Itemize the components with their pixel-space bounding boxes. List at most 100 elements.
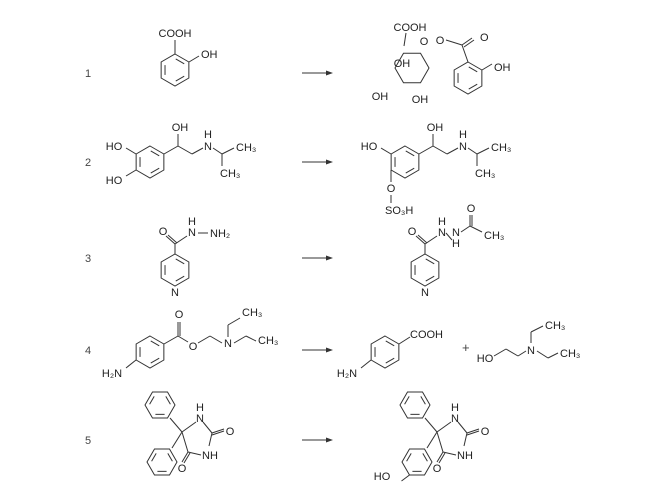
atom-label: COOH	[159, 28, 192, 40]
double-bond	[149, 396, 155, 405]
double-bond	[175, 258, 185, 265]
atom-label: OH	[494, 62, 511, 74]
double-bond	[385, 340, 395, 347]
bond	[517, 350, 527, 357]
atom-label: H₂N	[102, 368, 122, 380]
bond	[481, 63, 493, 71]
bond	[197, 335, 211, 344]
atom-label: HO	[106, 175, 123, 187]
atom-label: CH₃	[475, 168, 495, 180]
arrow-head	[326, 437, 333, 443]
atom-label: CH₃	[220, 168, 240, 180]
atom-label: N	[196, 413, 204, 425]
double-bond	[167, 453, 173, 462]
bond	[227, 317, 241, 326]
atom-label: CH₃	[484, 230, 504, 242]
bond	[169, 417, 183, 433]
atom-label: HO	[374, 471, 391, 483]
atom-label: CH₃	[242, 307, 262, 319]
bond	[171, 431, 183, 449]
atom-label: H	[196, 402, 204, 414]
bond	[233, 335, 247, 344]
bond	[536, 350, 549, 359]
bond	[401, 474, 410, 482]
bond	[181, 421, 197, 433]
ring	[160, 53, 190, 87]
double-bond	[406, 453, 412, 462]
double-bond	[165, 396, 171, 405]
bond	[245, 335, 257, 342]
arrow-head	[326, 159, 333, 165]
bond	[191, 147, 204, 155]
bond	[177, 145, 193, 155]
bond	[530, 325, 544, 333]
atom-label: H	[188, 216, 196, 228]
atom-label: OH	[172, 122, 189, 134]
ring	[370, 335, 400, 369]
reaction-2: 2	[85, 157, 333, 169]
atom-label: OH	[412, 94, 429, 106]
double-bond	[150, 357, 160, 364]
atom-label: HO	[361, 141, 378, 153]
atom-label: OH	[394, 58, 411, 70]
double-bond	[404, 396, 410, 405]
bond	[125, 169, 137, 177]
bond	[466, 430, 480, 436]
reaction-4: 4	[85, 345, 333, 357]
bond	[432, 145, 448, 155]
atom-label: NH	[202, 450, 218, 462]
bond	[493, 348, 507, 357]
reaction-number: 1	[85, 68, 91, 80]
bond	[442, 451, 457, 456]
bond	[174, 235, 188, 245]
bond	[398, 336, 411, 345]
ring	[160, 253, 190, 287]
bond	[476, 147, 490, 155]
double-bond	[150, 167, 160, 174]
atom-label: O	[159, 226, 168, 238]
atom-label: OH	[427, 122, 444, 134]
double-bond	[151, 453, 157, 462]
double-bond	[405, 167, 415, 174]
bond	[445, 39, 463, 46]
bond	[209, 335, 223, 344]
double-bond	[405, 150, 415, 157]
bond	[457, 421, 468, 434]
bond	[418, 145, 434, 155]
bond	[211, 428, 225, 434]
bond	[208, 432, 213, 447]
atom-label: CH₃	[491, 142, 511, 154]
bond	[181, 431, 189, 453]
bond	[461, 44, 469, 63]
atom-label: O	[433, 463, 442, 475]
double-bond	[425, 258, 435, 265]
atom-label: H	[452, 238, 460, 250]
bond	[167, 234, 178, 244]
bond	[380, 147, 392, 155]
ring	[135, 335, 165, 369]
bond	[469, 225, 483, 233]
arrow-head	[326, 347, 333, 353]
reaction-number: 5	[85, 435, 91, 447]
atom-label: OH	[201, 49, 218, 61]
reaction-number: 3	[85, 253, 91, 265]
double-bond	[425, 275, 435, 282]
bond	[467, 147, 478, 155]
atom-label: N	[224, 338, 232, 350]
reaction-5: 5	[85, 435, 333, 447]
atom-label: N	[459, 141, 467, 153]
bond	[547, 352, 559, 359]
bond	[403, 32, 407, 47]
atom-label: H	[451, 402, 459, 414]
bond	[183, 452, 191, 464]
arrow-head	[326, 70, 333, 76]
atom-label: CH₃	[236, 142, 256, 154]
bond	[415, 235, 426, 245]
